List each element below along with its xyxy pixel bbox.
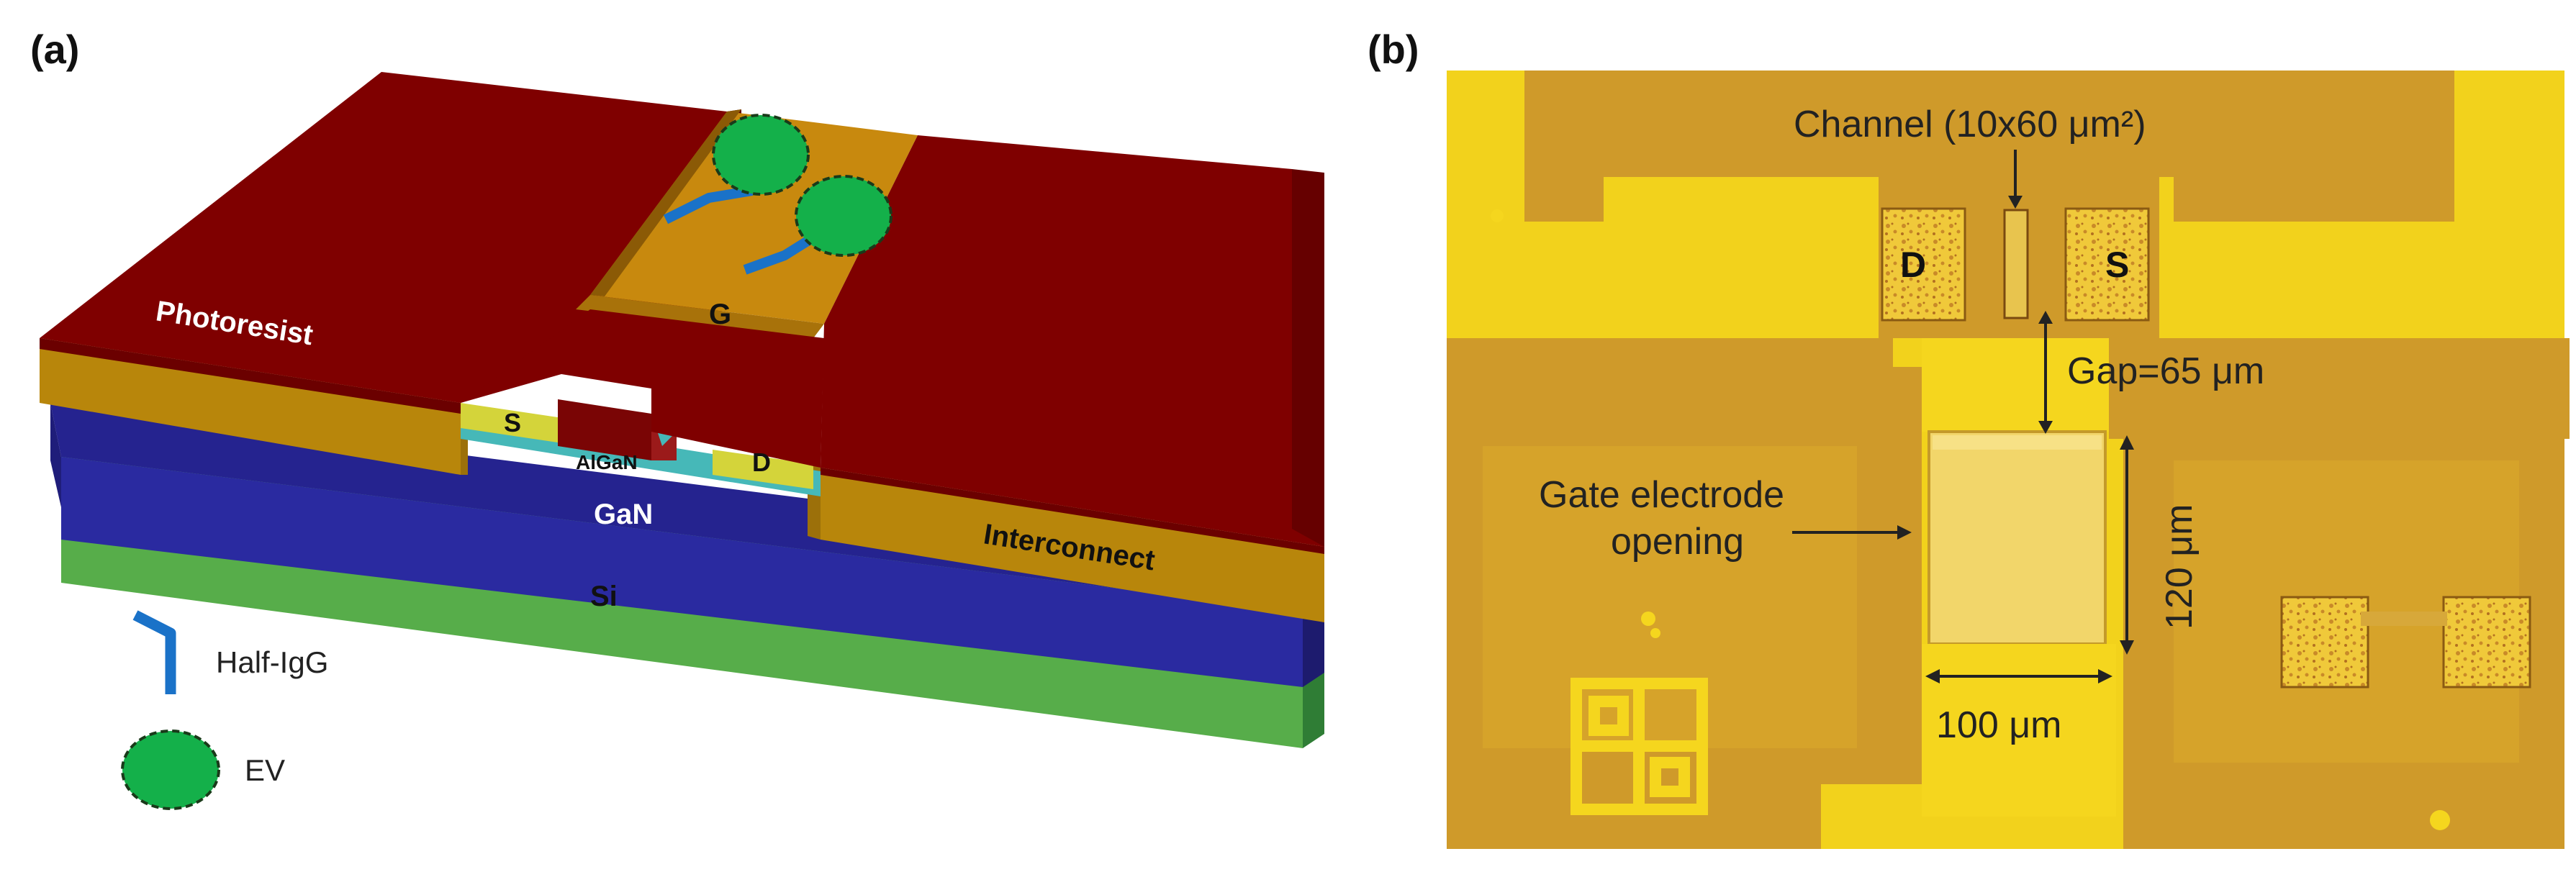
- channel-annotation: Channel (10x60 μm²): [1794, 104, 2146, 145]
- gan-label: GaN: [594, 499, 653, 530]
- opening-annotation-line1: Gate electrode: [1539, 474, 1784, 516]
- source-annotation: S: [2105, 245, 2129, 285]
- channel-cover: [558, 399, 651, 460]
- width-annotation: 100 μm: [1936, 704, 2061, 746]
- panel-a-label: (a): [30, 27, 79, 72]
- height-annotation: 120 μm: [2159, 504, 2200, 630]
- igg-antibodies: [663, 186, 816, 275]
- drain-pad: [1881, 207, 1966, 322]
- igg-antibody-1: [663, 186, 754, 224]
- extracellular-vesicles: [712, 114, 892, 257]
- gate-label: G: [709, 299, 731, 330]
- legend-ev-label: EV: [245, 753, 285, 787]
- test-structure: [1571, 678, 1708, 815]
- photoresist-front: [461, 309, 824, 468]
- gate-opening: [1928, 430, 2107, 645]
- source-pad: [2064, 207, 2150, 322]
- legend-igg-label: Half-IgG: [216, 645, 328, 679]
- gap-annotation: Gap=65 μm: [2067, 350, 2264, 392]
- pad-right-1: [2280, 596, 2369, 689]
- gate-connector: [1922, 338, 2109, 432]
- algan-label: AlGaN: [576, 451, 638, 473]
- gate-well: [576, 109, 918, 338]
- annotations: Channel (10x60 μm²) D S Gap=65 μm Gate e…: [1539, 104, 2264, 746]
- opening-annotation-line2: opening: [1611, 521, 1744, 563]
- channel: [2003, 209, 2029, 319]
- si-label: Si: [590, 581, 618, 612]
- drain-label: D: [752, 447, 771, 477]
- source-label: S: [504, 408, 521, 437]
- drain-annotation: D: [1900, 245, 1926, 285]
- panel-b-label: (b): [1368, 27, 1419, 72]
- panel-b: (b): [1368, 27, 2570, 849]
- pad-link: [2361, 612, 2447, 626]
- panel-a: (a): [30, 27, 1324, 810]
- legend-igg-icon: [132, 610, 176, 694]
- legend-ev-icon: [121, 730, 220, 810]
- drain-contact: [713, 450, 813, 489]
- ev-particle-2: [795, 175, 892, 257]
- pad-right-2: [2442, 596, 2531, 689]
- specks: [1491, 209, 2450, 830]
- legend: Half-IgG EV: [121, 610, 328, 810]
- gate-stem: [1922, 644, 2116, 817]
- source-contact: [461, 403, 558, 442]
- photoresist-right: [821, 135, 1324, 554]
- ev-particle-1: [712, 114, 810, 196]
- igg-antibody-2: [743, 233, 816, 275]
